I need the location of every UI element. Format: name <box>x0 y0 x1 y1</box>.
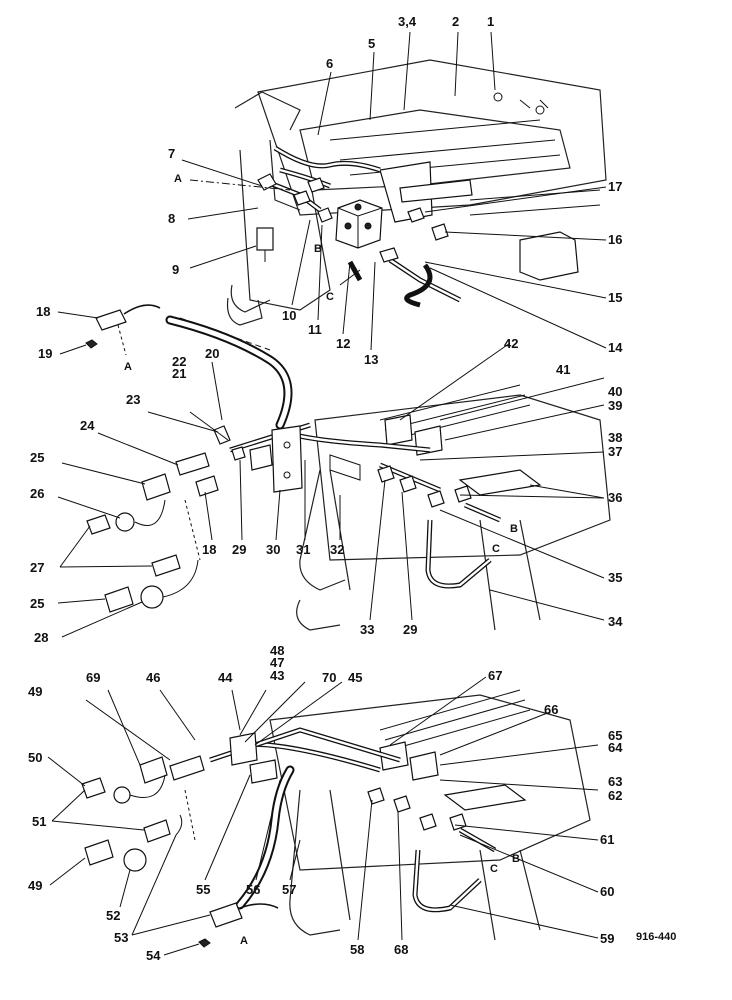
callout-42: 42 <box>504 336 518 351</box>
callout-50: 50 <box>28 750 42 765</box>
callout-65: 65 <box>608 728 622 743</box>
callout-26: 26 <box>30 486 44 501</box>
callout-41: 41 <box>556 362 570 377</box>
callout-68: 68 <box>394 942 408 957</box>
middle-loose-parts <box>86 452 219 613</box>
callout-29: 29 <box>403 622 417 637</box>
callout-8: 8 <box>168 211 175 226</box>
callout-35: 35 <box>608 570 622 585</box>
callout-10: 10 <box>282 308 296 323</box>
lower-assembly-drawing <box>209 689 591 941</box>
callout-40: 40 <box>608 384 622 399</box>
callout-22: 22 <box>172 354 186 369</box>
callout-19: 19 <box>38 346 52 361</box>
callout-25: 25 <box>30 596 44 611</box>
middle-labels: 20 21 22 23 24 25 26 27 25 28 18 29 30 3… <box>30 336 623 645</box>
callout-39: 39 <box>608 398 622 413</box>
callout-60: 60 <box>600 884 614 899</box>
callout-54: 54 <box>146 948 161 963</box>
callout-12: 12 <box>336 336 350 351</box>
callout-1: 1 <box>487 14 494 29</box>
reference-letter-c: C <box>492 543 500 555</box>
callout-43: 43 <box>270 668 284 683</box>
callout-64: 64 <box>608 740 623 755</box>
callout-28: 28 <box>34 630 48 645</box>
callout-20: 20 <box>205 346 219 361</box>
upper-loose-parts <box>85 304 161 356</box>
callout-63: 63 <box>608 774 622 789</box>
callout-18: 18 <box>36 304 50 319</box>
callout-13: 13 <box>364 352 378 367</box>
callout-31: 31 <box>296 542 310 557</box>
callout-5: 5 <box>368 36 375 51</box>
reference-letter-a: A <box>174 173 182 185</box>
callout-47: 47 <box>270 655 284 670</box>
callout-55: 55 <box>196 882 210 897</box>
callout-49: 49 <box>28 684 42 699</box>
callout-52: 52 <box>106 908 120 923</box>
reference-letter-b: B <box>314 243 322 255</box>
callout-38: 38 <box>608 430 622 445</box>
callout-14: 14 <box>608 340 623 355</box>
callout-24: 24 <box>80 418 95 433</box>
callout-21: 21 <box>172 366 186 381</box>
leader-lines <box>47 31 607 956</box>
lower-loose-parts <box>81 755 279 948</box>
callout-6: 6 <box>326 56 333 71</box>
callout-56: 56 <box>246 882 260 897</box>
callout-51: 51 <box>32 814 46 829</box>
callout-23: 23 <box>126 392 140 407</box>
callout-25: 25 <box>30 450 44 465</box>
callout-27: 27 <box>30 560 44 575</box>
callout-70: 70 <box>322 670 336 685</box>
callout-37: 37 <box>608 444 622 459</box>
callout-2: 2 <box>452 14 459 29</box>
reference-letter-b: B <box>510 523 518 535</box>
callout-11: 11 <box>308 322 322 337</box>
callout-48: 48 <box>270 643 284 658</box>
reference-letter-a: A <box>240 935 248 947</box>
callout-44: 44 <box>218 670 233 685</box>
callout-62: 62 <box>608 788 622 803</box>
callout-66: 66 <box>544 702 558 717</box>
callout-9: 9 <box>172 262 179 277</box>
callout-69: 69 <box>86 670 100 685</box>
callout-3-4: 3,4 <box>398 14 417 29</box>
callout-49: 49 <box>28 878 42 893</box>
callout-61: 61 <box>600 832 614 847</box>
callout-46: 46 <box>146 670 160 685</box>
callout-33: 33 <box>360 622 374 637</box>
figure-code: 916-440 <box>636 931 676 943</box>
lower-labels: 43 44 45 46 47 48 49 50 51 49 52 53 54 5… <box>28 643 623 963</box>
callout-34: 34 <box>608 614 623 629</box>
callout-57: 57 <box>282 882 296 897</box>
reference-letter-c: C <box>326 291 334 303</box>
upper-labels: 1 2 3,4 5 6 7 8 9 10 11 12 13 14 15 16 1… <box>36 14 623 373</box>
callout-17: 17 <box>608 179 622 194</box>
callout-36: 36 <box>608 490 622 505</box>
callout-59: 59 <box>600 931 614 946</box>
callout-45: 45 <box>348 670 362 685</box>
callout-53: 53 <box>114 930 128 945</box>
reference-letter-a: A <box>124 361 132 373</box>
callout-67: 67 <box>488 668 502 683</box>
reference-letter-b: B <box>512 853 520 865</box>
upper-assembly-drawing <box>226 59 607 326</box>
callout-32: 32 <box>330 542 344 557</box>
callout-58: 58 <box>350 942 364 957</box>
callout-15: 15 <box>608 290 622 305</box>
callout-18: 18 <box>202 542 216 557</box>
callout-7: 7 <box>168 146 175 161</box>
callout-30: 30 <box>266 542 280 557</box>
reference-letter-c: C <box>490 863 498 875</box>
middle-assembly-drawing <box>165 315 611 631</box>
callout-29: 29 <box>232 542 246 557</box>
callout-16: 16 <box>608 232 622 247</box>
